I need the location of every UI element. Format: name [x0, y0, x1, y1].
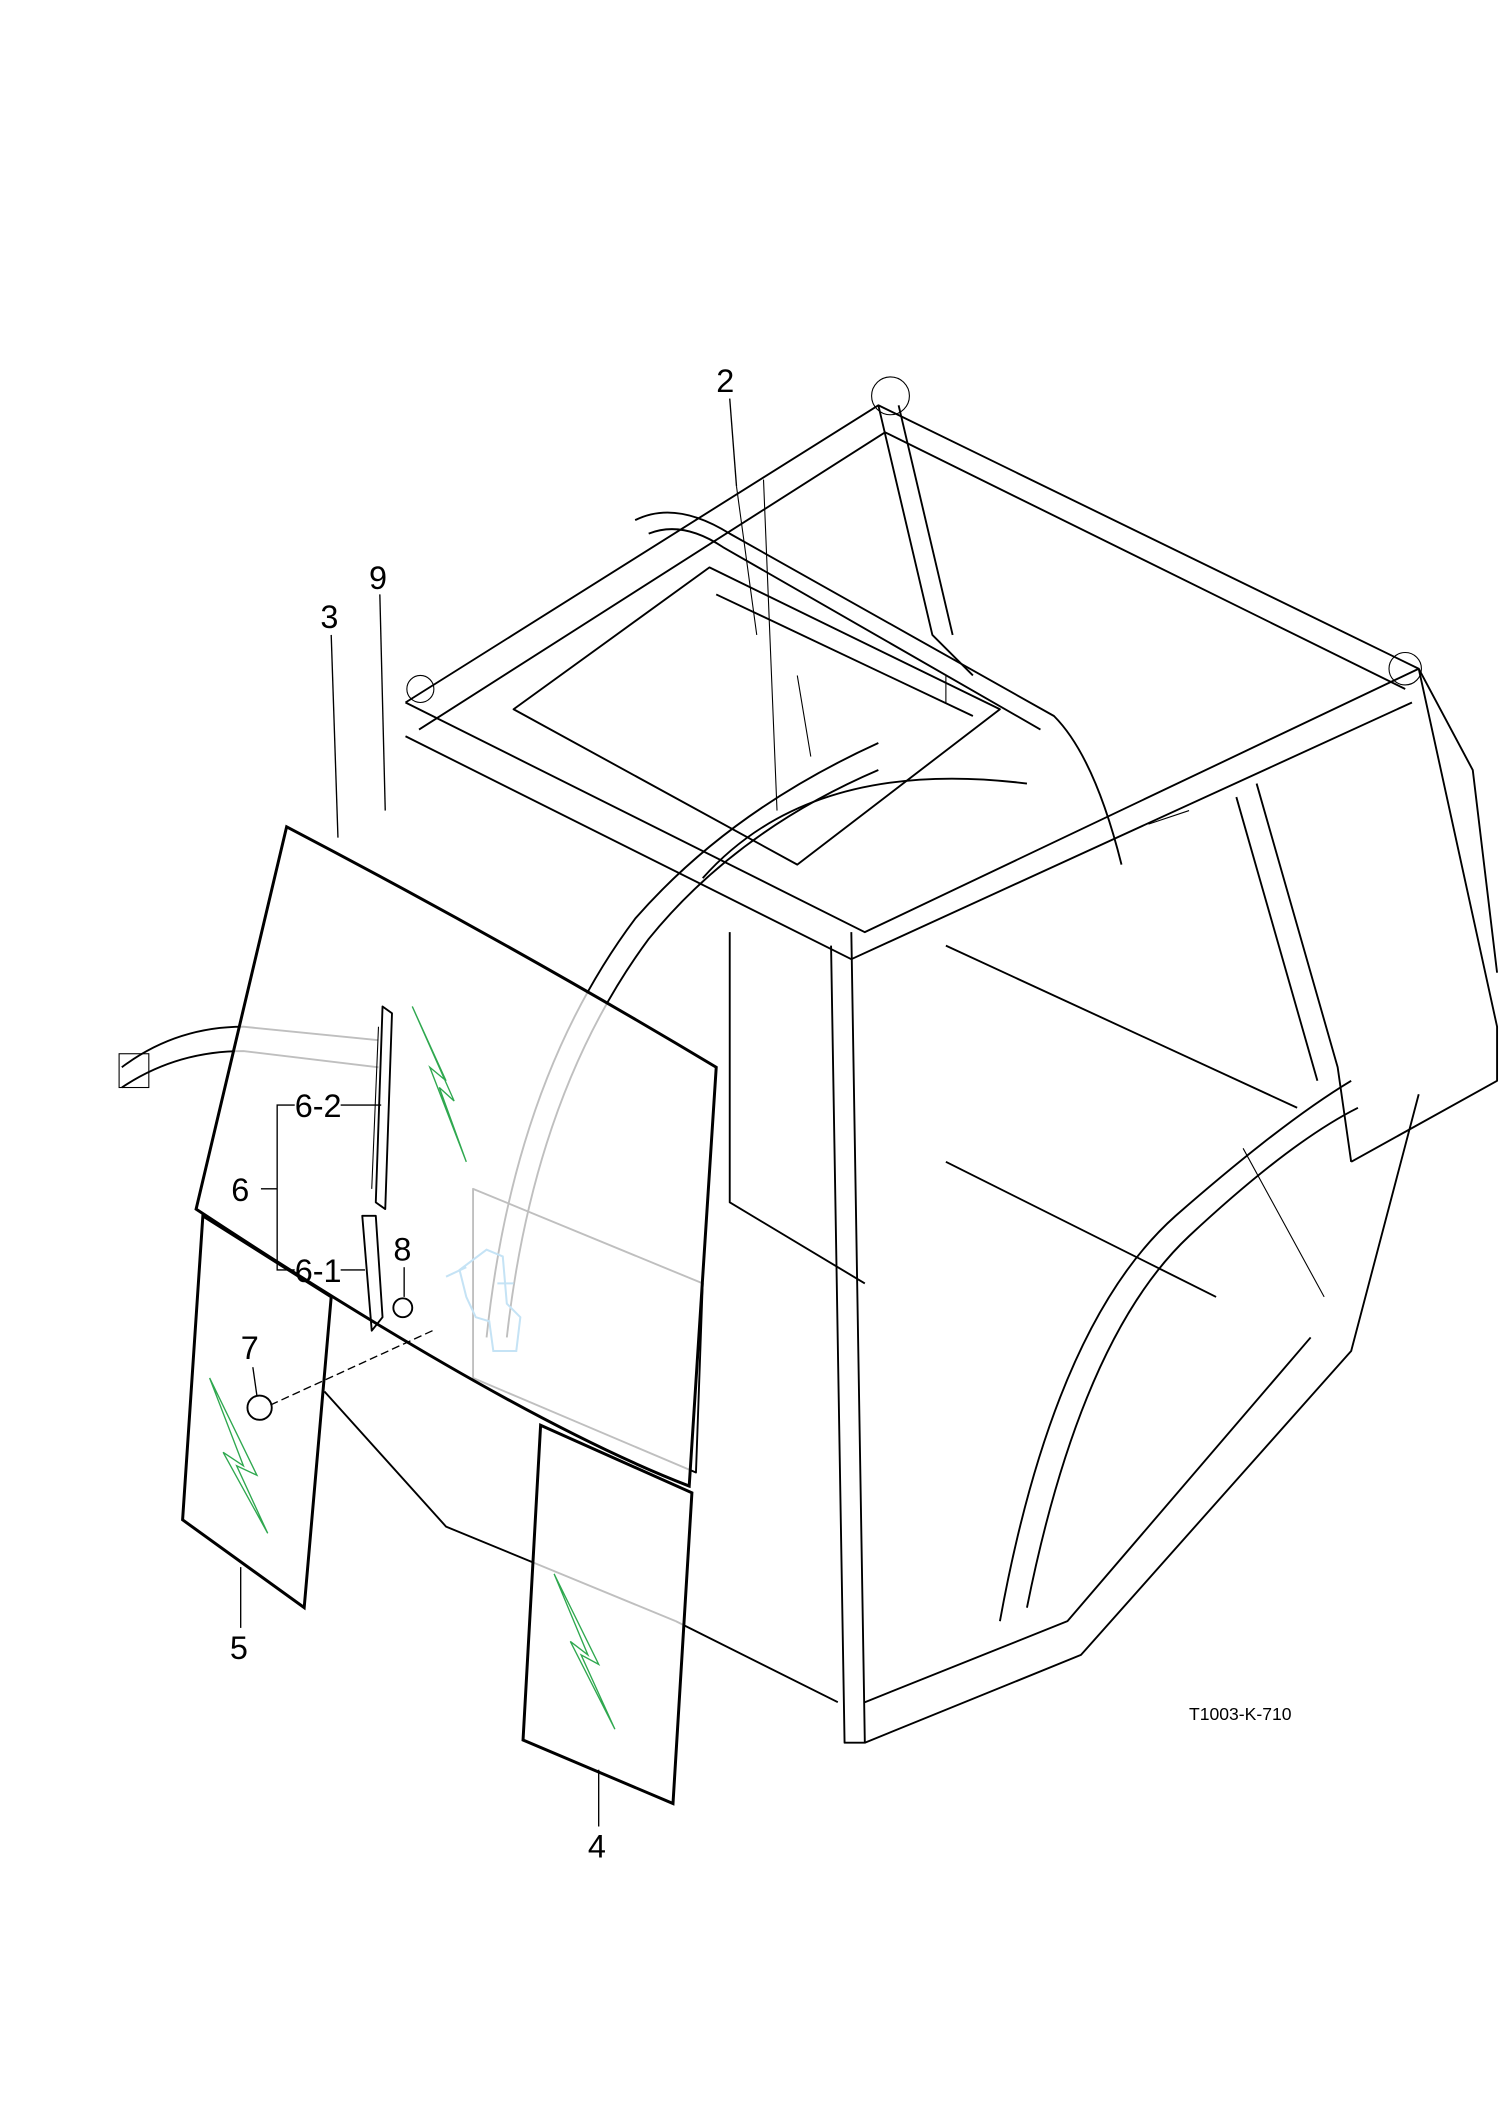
wiper-blade-6-2 — [371, 1005, 393, 1211]
nut-7 — [246, 1394, 273, 1421]
callout-6-1: 6-1 — [295, 1253, 342, 1289]
callout-7: 7 — [241, 1330, 259, 1366]
glass-mark-icon — [553, 1573, 616, 1730]
callout-6-2: 6-2 — [295, 1088, 342, 1124]
leader-lines — [240, 398, 738, 1827]
glass-panel-4 — [521, 1423, 694, 1806]
callout-8: 8 — [393, 1231, 411, 1267]
callout-6: 6 — [231, 1172, 249, 1208]
callout-9: 9 — [369, 560, 387, 596]
callout-2: 2 — [716, 363, 734, 399]
callout-4: 4 — [588, 1829, 606, 1865]
callout-5: 5 — [230, 1630, 248, 1666]
drawing-code: T1003-K-710 — [1189, 1704, 1292, 1724]
callout-3: 3 — [320, 599, 338, 635]
glass-mark-icon — [411, 1006, 467, 1163]
glass-mark-icon — [208, 1377, 269, 1534]
wiper-arm-6-1 — [361, 1214, 384, 1332]
glass-panel-3 — [194, 824, 718, 1489]
washer-8 — [392, 1297, 414, 1319]
cab-frame — [118, 376, 1499, 1744]
